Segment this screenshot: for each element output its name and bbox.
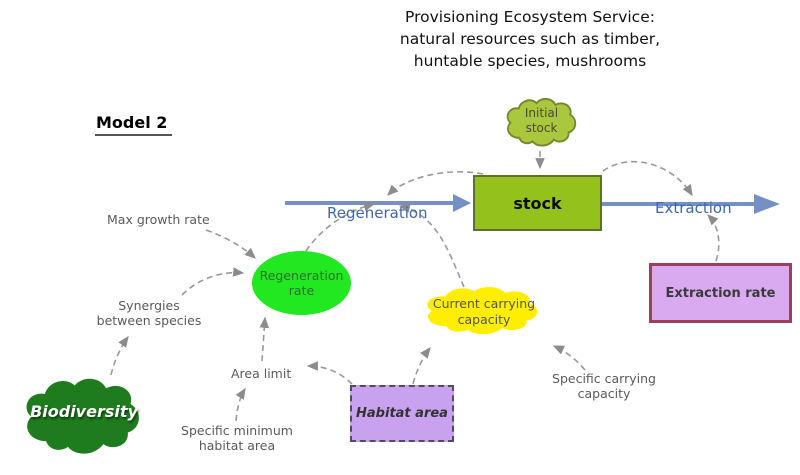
arrow-stock-to-regeneration <box>387 171 484 196</box>
arrow-stock-to-extraction <box>602 160 693 197</box>
inflow-label: Regeneration <box>327 204 428 222</box>
extraction-rate-label: Extraction rate <box>665 285 776 301</box>
var-specific-minimum-habitat-area: Specific minimum habitat area <box>181 423 293 453</box>
stock-node: stock <box>473 175 602 231</box>
habitat-area-node: Habitat area <box>350 385 454 442</box>
extraction-rate-node: Extraction rate <box>649 263 792 323</box>
arrow-regenrate-to-regeneration <box>305 201 376 252</box>
arrow-extractionrate-to-extraction <box>707 214 720 262</box>
biodiversity-label: Biodiversity <box>30 402 138 421</box>
model-label: Model 2 <box>95 113 173 136</box>
arrow-synergies-to-regenrate <box>181 267 245 296</box>
arrow-habitat-to-capacity <box>412 346 431 385</box>
regeneration-rate-label: Regeneration rate <box>259 268 344 298</box>
cloud-shapes <box>26 98 577 454</box>
arrow-habitat-to-arealimit <box>306 361 353 385</box>
initial-stock-cloud <box>506 98 577 147</box>
biodiversity-cloud <box>26 378 139 454</box>
var-max-growth-rate: Max growth rate <box>107 212 210 227</box>
regeneration-rate-node: Regeneration rate <box>252 251 351 315</box>
arrow-maxgrowth-to-regenrate <box>205 229 256 259</box>
current-capacity-cloud <box>427 286 538 335</box>
arrow-arealimit-to-regenrate <box>259 316 270 362</box>
influence-arrows <box>110 151 720 422</box>
inflow-arrowhead-icon <box>453 194 471 212</box>
arrow-speccarry-to-capacity <box>552 345 586 371</box>
current-capacity-label: Current carrying capacity <box>432 296 536 327</box>
habitat-area-label: Habitat area <box>356 406 448 421</box>
var-synergies: Synergies between species <box>96 298 202 328</box>
arrow-capacity-to-regeneration <box>398 203 465 288</box>
var-specific-carrying-capacity: Specific carrying capacity <box>552 371 656 401</box>
stock-node-label: stock <box>513 193 562 213</box>
arrow-biodiversity-to-synergies <box>110 335 129 376</box>
var-area-limit: Area limit <box>231 366 292 381</box>
outflow-label: Extraction <box>655 199 732 217</box>
outflow-arrowhead-icon <box>754 194 780 214</box>
arrow-specmin-to-arealimit <box>235 387 246 422</box>
diagram-title: Provisioning Ecosystem Service: natural … <box>399 8 661 70</box>
initial-stock-label: Initial stock <box>524 106 559 135</box>
